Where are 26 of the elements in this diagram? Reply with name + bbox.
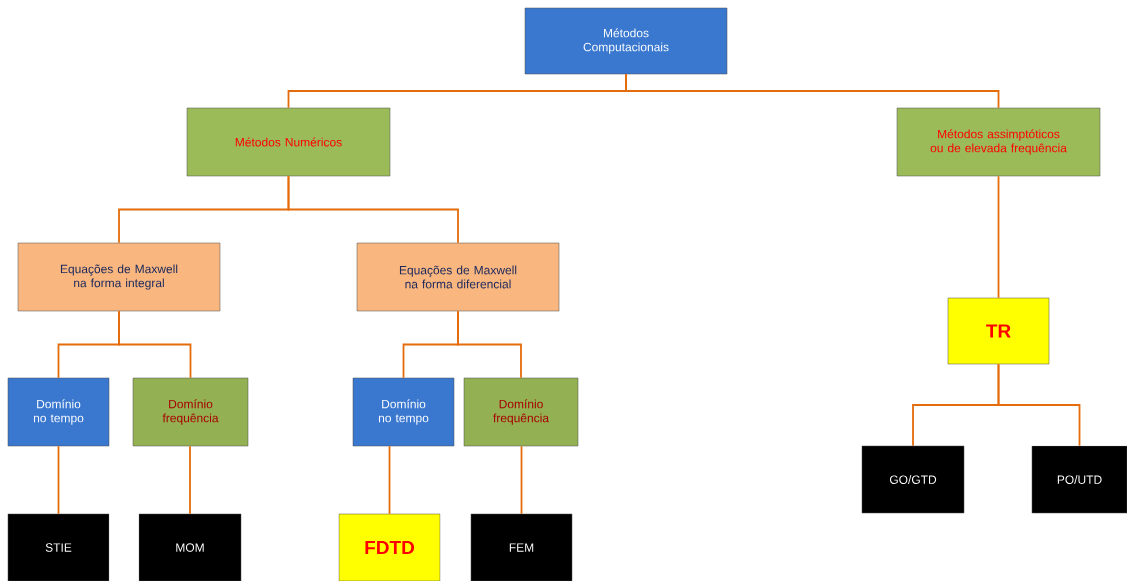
method-box: PO/UTD — [1031, 445, 1127, 514]
connector — [997, 175, 1000, 299]
connector — [189, 445, 191, 515]
connector — [388, 445, 391, 515]
method-box: FEM — [470, 513, 573, 581]
method-box: Métodos Computacionais — [524, 7, 728, 75]
connector — [287, 175, 459, 244]
method-box: Domínio no tempo — [7, 377, 110, 447]
method-box: Domínio no tempo — [352, 377, 455, 447]
connector — [457, 310, 522, 379]
method-box: Métodos assimptóticos ou de elevada frequência — [896, 107, 1101, 177]
method-box: Equações de Maxwell na forma integral — [17, 242, 221, 312]
connector — [520, 445, 523, 515]
method-box: Equações de Maxwell na forma diferencial — [356, 242, 560, 312]
method-box: Domínio frequência — [463, 377, 579, 447]
method-box: STIE — [7, 513, 110, 581]
connector — [625, 73, 1000, 109]
connector — [118, 310, 192, 379]
method-box: TR — [947, 297, 1050, 365]
connector — [997, 363, 1081, 447]
connector — [57, 445, 60, 515]
method-box: Domínio frequência — [132, 377, 249, 447]
method-box: MOM — [138, 513, 242, 581]
method-box: Métodos Numéricos — [186, 107, 391, 177]
method-box: FDTD — [338, 513, 441, 581]
method-box: GO/GTD — [861, 445, 965, 514]
